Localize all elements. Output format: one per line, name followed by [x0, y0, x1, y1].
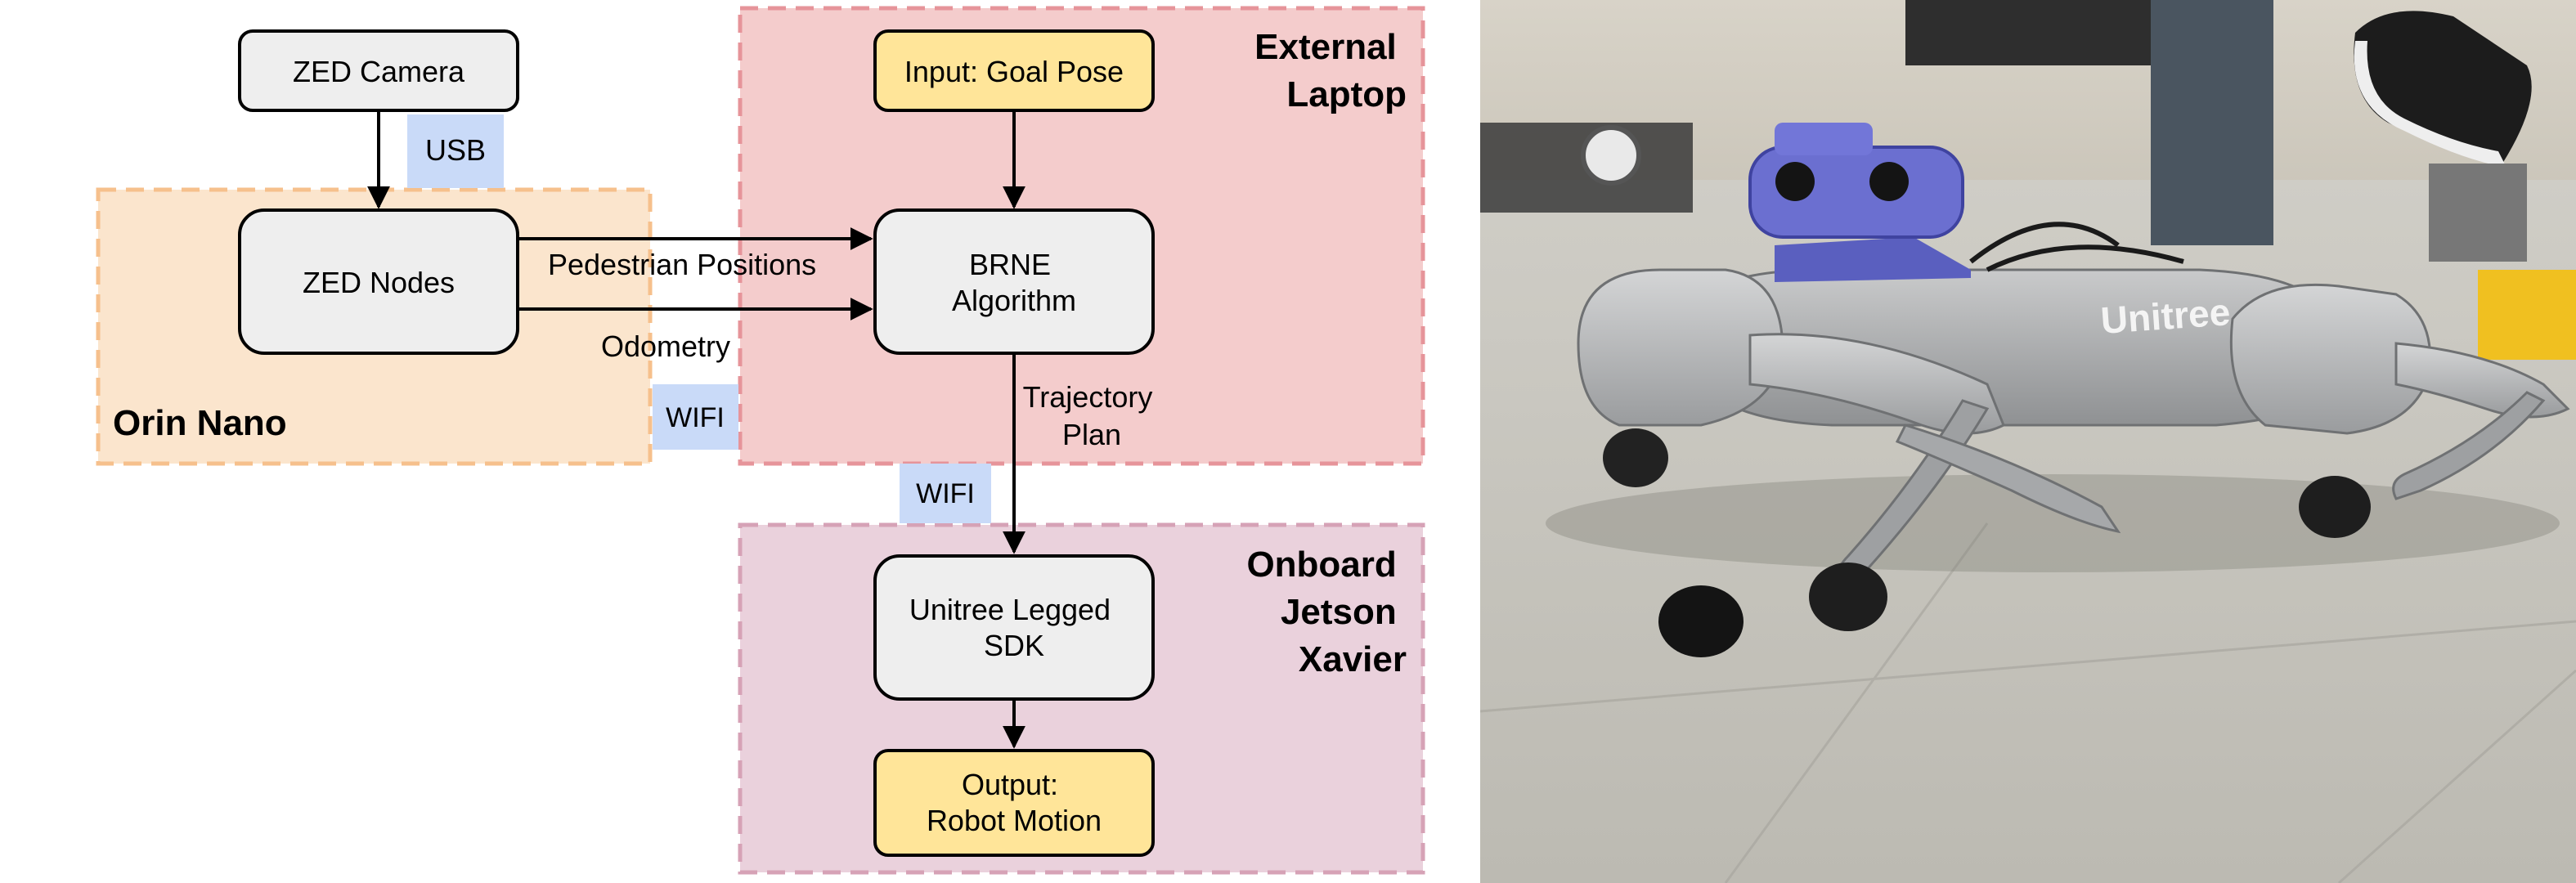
front-foot — [1809, 563, 1887, 631]
goal-pose-label: Input: Goal Pose — [904, 55, 1124, 88]
system-diagram: Orin Nano External Laptop Onboard Jetson… — [96, 6, 1425, 875]
output-node — [873, 749, 1155, 857]
zed-camera-label: ZED Camera — [293, 55, 465, 88]
region-jetson-line-3: Xavier — [1299, 639, 1407, 679]
robot-brand-label: Unitree — [2099, 290, 2232, 342]
rear-foot — [2299, 476, 2371, 538]
bg-person-leg — [2151, 0, 2273, 245]
brne-node — [873, 208, 1155, 355]
floor-tiles — [1480, 522, 2576, 883]
region-jetson-xavier-label: Onboard Jetson Xavier — [1246, 545, 1407, 679]
region-laptop-line-1: External — [1254, 27, 1397, 67]
trajectory-line-2: Plan — [1062, 418, 1121, 451]
output-label: Output: Robot Motion — [927, 768, 1102, 837]
wifi-label-orin: WIFI — [666, 402, 725, 433]
front-thigh — [1748, 333, 2005, 435]
region-orin-nano-label: Orin Nano — [113, 403, 287, 443]
bg-checker — [2429, 164, 2527, 262]
region-external-laptop-label: External Laptop — [1254, 27, 1407, 114]
robot-cables — [1969, 222, 2184, 272]
brne-label: BRNE Algorithm — [952, 248, 1076, 317]
trajectory-plan-label: Trajectory Plan — [1023, 380, 1161, 451]
usb-label: USB — [425, 133, 486, 167]
robot-photo: Unitree — [1480, 0, 2576, 883]
region-jetson-line-1: Onboard — [1246, 545, 1396, 585]
wifi-badge-jetson — [900, 464, 991, 523]
camera-mount — [1775, 237, 1971, 282]
pedestrian-positions-label: Pedestrian Positions — [548, 248, 816, 281]
unitree-sdk-label: Unitree Legged SDK — [909, 593, 1119, 662]
mid-foot — [1658, 585, 1744, 657]
brne-line-1: BRNE — [969, 248, 1051, 281]
usb-badge — [407, 114, 504, 188]
region-laptop-line-2: Laptop — [1286, 74, 1407, 114]
zed-nodes-label: ZED Nodes — [303, 266, 455, 299]
goal-pose-node — [873, 29, 1155, 112]
odometry-label: Odometry — [601, 329, 730, 363]
bg-wheel — [1581, 125, 1641, 186]
bg-shoe-sole — [2354, 41, 2506, 168]
mid-leg-truss — [1895, 424, 2121, 534]
region-jetson-line-2: Jetson — [1281, 592, 1397, 632]
zed-camera-node — [238, 29, 519, 112]
bg-chair-base — [1905, 0, 2175, 65]
camera-lens-left — [1775, 162, 1815, 201]
sdk-line-1: Unitree Legged — [909, 593, 1111, 626]
trajectory-line-1: Trajectory — [1023, 380, 1153, 414]
sdk-line-2: SDK — [984, 629, 1044, 662]
bg-box — [2478, 270, 2576, 360]
output-line-2: Robot Motion — [927, 804, 1102, 837]
output-line-1: Output: — [962, 768, 1058, 801]
camera-lens-right — [1869, 162, 1909, 201]
unitree-sdk-node — [873, 554, 1155, 701]
front-foot-2 — [1603, 428, 1668, 487]
zed-nodes-node — [238, 208, 519, 355]
wifi-badge-orin — [653, 384, 738, 450]
rear-shin — [2392, 391, 2546, 500]
brne-line-2: Algorithm — [952, 284, 1076, 317]
camera-top — [1775, 123, 1873, 155]
wifi-label-jetson: WIFI — [916, 478, 975, 509]
